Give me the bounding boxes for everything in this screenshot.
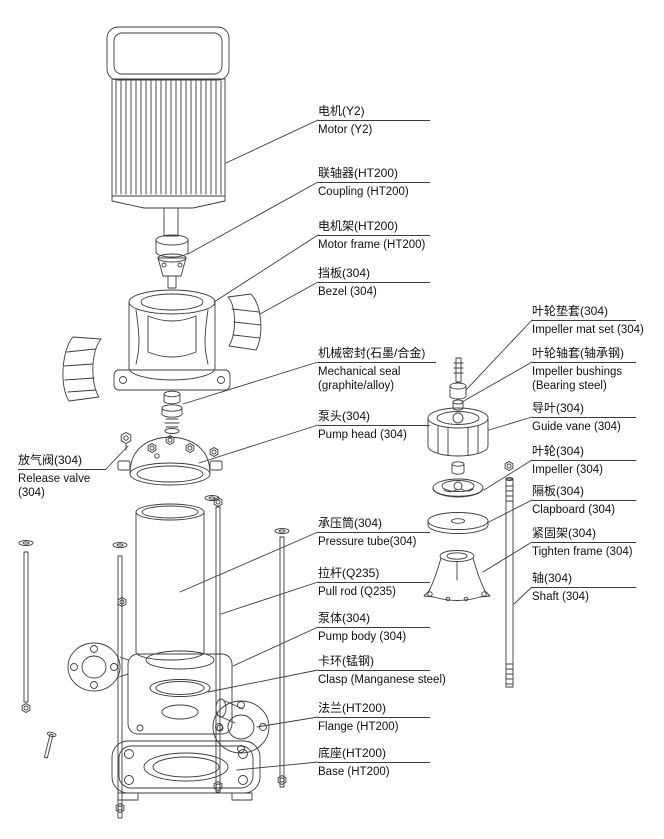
coupling-part: [155, 234, 189, 289]
label-motor-zh: 电机(Y2): [318, 104, 365, 118]
label-pressure-tube-rule: [318, 532, 430, 533]
label-bezel: 挡板(304) Bezel (304): [318, 265, 430, 299]
label-motor-frame-en: Motor frame (HT200): [318, 239, 426, 251]
label-impeller-mat-set: 叶轮垫套(304) Impeller mat set (304): [532, 303, 644, 337]
mechanical-seal-part: [161, 390, 183, 434]
label-bezel-en: Bezel (304): [318, 286, 377, 298]
label-mechanical-seal-rule: [318, 362, 436, 363]
label-flange: 法兰(HT200) Flange (HT200): [318, 700, 430, 734]
pull-rod-parts: [21, 497, 287, 819]
label-impeller-rule: [532, 460, 636, 461]
pump-head-part: [117, 435, 223, 486]
label-mechanical-seal: 机械密封(石墨/合金) Mechanical seal (graphite/al…: [318, 345, 436, 393]
label-tighten-frame-en: Tighten frame (304): [532, 546, 633, 558]
label-pressure-tube-en: Pressure tube(304): [318, 536, 417, 548]
label-pull-rod-rule: [318, 582, 430, 583]
label-clapboard: 隔板(304) Clapboard (304): [532, 483, 636, 517]
label-base-en: Base (HT200): [318, 766, 390, 778]
shaft-part: [504, 461, 514, 688]
label-release-valve-rule: [18, 469, 106, 470]
label-motor-frame-zh: 电机架(HT200): [318, 219, 399, 233]
motor-part: [106, 26, 230, 237]
label-bezel-zh: 挡板(304): [318, 266, 371, 280]
impeller-stack-parts: [423, 357, 491, 602]
label-bezel-rule: [318, 282, 430, 283]
label-coupling-en: Coupling (HT200): [318, 186, 409, 198]
label-pull-rod-zh: 拉杆(Q235): [318, 566, 380, 580]
label-impeller-bushings-en: Impeller bushings (Bearing steel): [532, 366, 623, 392]
label-release-valve: 放气阀(304) Release valve (304): [18, 452, 106, 500]
label-impeller-bushings-rule: [532, 362, 636, 363]
label-motor-en: Motor (Y2): [318, 124, 373, 136]
label-impeller-mat-set-zh: 叶轮垫套(304): [532, 304, 609, 318]
label-impeller-en: Impeller (304): [532, 464, 603, 476]
label-mechanical-seal-en: Mechanical seal (graphite/alloy): [318, 366, 401, 392]
label-pull-rod: 拉杆(Q235) Pull rod (Q235): [318, 565, 430, 599]
label-base: 底座(HT200) Base (HT200): [318, 745, 430, 779]
label-pump-head: 泵头(304) Pump head (304): [318, 408, 430, 442]
label-guide-vane-en: Guide vane (304): [532, 421, 621, 433]
label-shaft-zh: 轴(304): [532, 571, 573, 585]
label-guide-vane-zh: 导叶(304): [532, 401, 585, 415]
label-clapboard-rule: [532, 500, 636, 501]
label-coupling-zh: 联轴器(HT200): [318, 166, 399, 180]
label-impeller-mat-set-rule: [532, 320, 636, 321]
fasteners: [18, 447, 290, 759]
label-clapboard-en: Clapboard (304): [532, 504, 616, 516]
label-release-valve-zh: 放气阀(304): [18, 453, 83, 467]
base-part: [111, 740, 261, 801]
label-flange-rule: [318, 717, 430, 718]
label-tighten-frame: 紧固架(304) Tighten frame (304): [532, 525, 636, 559]
label-clasp-zh: 卡环(锰钢): [318, 654, 374, 668]
label-base-rule: [318, 762, 430, 763]
release-valve-part: [120, 432, 132, 451]
label-pump-body-zh: 泵体(304): [318, 611, 371, 625]
label-pump-body: 泵体(304) Pump body (304): [318, 610, 430, 644]
label-clasp-rule: [318, 670, 430, 671]
label-guide-vane-rule: [532, 417, 636, 418]
label-flange-zh: 法兰(HT200): [318, 701, 387, 715]
pressure-tube-part: [135, 503, 205, 661]
label-shaft: 轴(304) Shaft (304): [532, 570, 636, 604]
label-impeller-bushings-zh: 叶轮轴套(轴承钢): [532, 346, 624, 360]
label-motor-rule: [318, 120, 430, 121]
flange-parts: [67, 642, 270, 754]
label-base-zh: 底座(HT200): [318, 746, 387, 760]
label-pump-body-en: Pump body (304): [318, 631, 407, 643]
label-clasp-en: Clasp (Manganese steel): [318, 674, 446, 686]
label-tighten-frame-zh: 紧固架(304): [532, 526, 597, 540]
label-release-valve-en: Release valve (304): [18, 473, 91, 499]
label-coupling: 联轴器(HT200) Coupling (HT200): [318, 165, 430, 199]
label-pressure-tube-zh: 承压筒(304): [318, 516, 383, 530]
label-shaft-rule: [532, 587, 636, 588]
label-pressure-tube: 承压筒(304) Pressure tube(304): [318, 515, 430, 549]
label-shaft-en: Shaft (304): [532, 591, 589, 603]
pump-body-part: [118, 650, 244, 735]
label-pump-head-rule: [318, 425, 430, 426]
label-motor-frame: 电机架(HT200) Motor frame (HT200): [318, 218, 430, 252]
label-mechanical-seal-zh: 机械密封(石墨/合金): [318, 346, 426, 360]
motor-frame-part: [113, 289, 231, 391]
label-pump-head-en: Pump head (304): [318, 429, 407, 441]
label-impeller-mat-set-en: Impeller mat set (304): [532, 324, 644, 336]
label-pump-head-zh: 泵头(304): [318, 409, 371, 423]
label-impeller-zh: 叶轮(304): [532, 444, 585, 458]
label-pump-body-rule: [318, 627, 430, 628]
leader-lines: [105, 119, 533, 771]
label-impeller: 叶轮(304) Impeller (304): [532, 443, 636, 477]
label-guide-vane: 导叶(304) Guide vane (304): [532, 400, 636, 434]
label-flange-en: Flange (HT200): [318, 721, 399, 733]
label-tighten-frame-rule: [532, 542, 636, 543]
bezel-part: [62, 293, 262, 402]
label-motor: 电机(Y2) Motor (Y2): [318, 103, 430, 137]
label-pull-rod-en: Pull rod (Q235): [318, 586, 396, 598]
label-impeller-bushings: 叶轮轴套(轴承钢) Impeller bushings (Bearing ste…: [532, 345, 637, 393]
label-motor-frame-rule: [318, 235, 430, 236]
label-clapboard-zh: 隔板(304): [532, 484, 585, 498]
label-coupling-rule: [318, 182, 430, 183]
label-clasp: 卡环(锰钢) Clasp (Manganese steel): [318, 653, 446, 687]
